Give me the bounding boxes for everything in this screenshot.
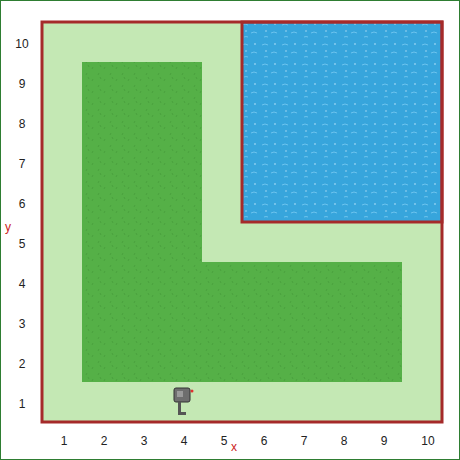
axis-tick: 3	[19, 317, 26, 331]
axis-tick: 2	[19, 357, 26, 371]
axis-tick: 4	[181, 434, 188, 448]
robot	[174, 388, 194, 415]
axis-tick: 9	[19, 77, 26, 91]
axis-tick: 8	[19, 117, 26, 131]
axis-tick: 10	[15, 37, 28, 51]
axis-tick: 3	[141, 434, 148, 448]
axis-tick: 7	[19, 157, 26, 171]
axis-tick: 4	[19, 277, 26, 291]
outer-wall	[42, 22, 442, 422]
axis-tick: 6	[19, 197, 26, 211]
axis-tick: 1	[61, 434, 68, 448]
axis-tick: 5	[19, 237, 26, 251]
axis-tick: 9	[381, 434, 388, 448]
water-pool	[242, 22, 442, 222]
axis-tick: 10	[421, 434, 434, 448]
axis-tick: 1	[19, 397, 26, 411]
axis-name: x	[231, 440, 237, 454]
axis-tick: 8	[341, 434, 348, 448]
axis-tick: 7	[301, 434, 308, 448]
grass-light	[42, 22, 442, 422]
axis-name: y	[5, 220, 11, 234]
axis-tick: 5	[221, 434, 228, 448]
axis-tick: 2	[101, 434, 108, 448]
axis-tick: 6	[261, 434, 268, 448]
